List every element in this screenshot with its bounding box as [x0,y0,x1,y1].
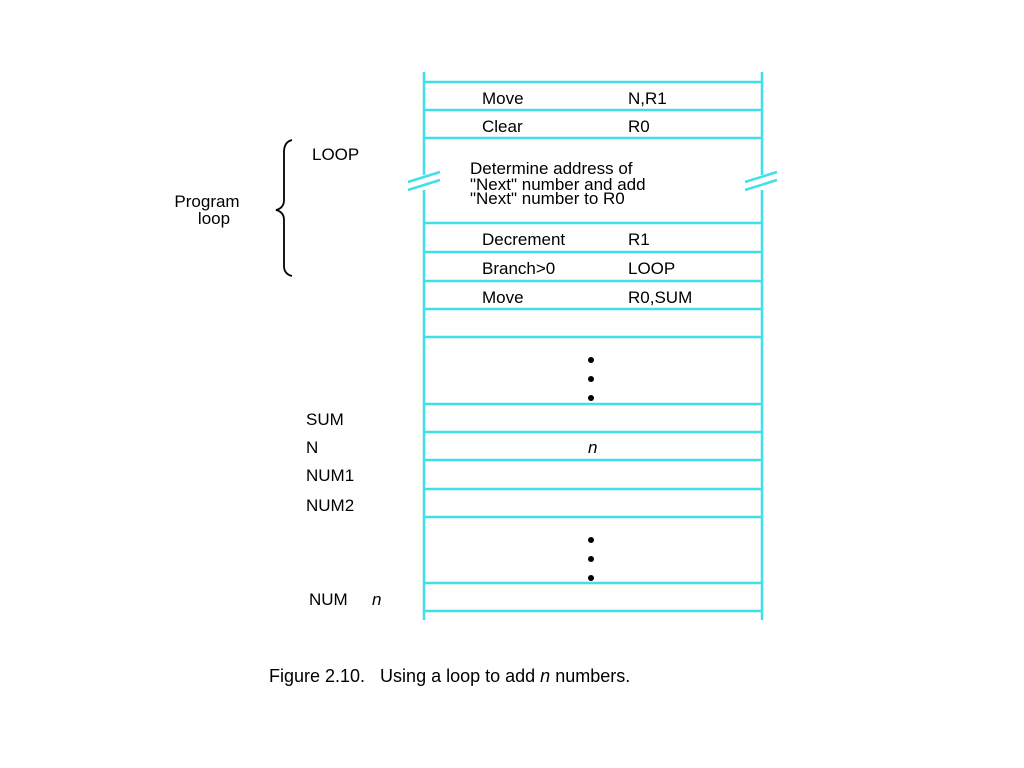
ellipsis-dot [588,357,594,363]
instruction-operand: R0 [628,117,650,136]
instruction-op: Decrement [482,230,565,249]
instruction-operand: R0,SUM [628,288,692,307]
right-break-mark-top [744,170,778,184]
instruction-operand: N,R1 [628,89,667,108]
instruction-words: Move N,R1 Clear R0 Decrement R1 Branch>0… [482,89,692,307]
label-sum: SUM [306,410,344,429]
memory-word-separators [424,80,762,613]
label-num-n: NUM n [309,590,381,609]
left-break-mark-bottom [407,178,441,192]
ellipsis-lower [588,537,594,581]
loop-body-line: "Next" number and add [470,175,646,194]
ellipsis-dot [588,395,594,401]
ellipsis-dot [588,575,594,581]
ellipsis-dot [588,556,594,562]
loop-body-description: Determine address of "Next" number and a… [470,159,646,208]
label-n: N [306,438,318,457]
right-break-mark-bottom [744,178,778,192]
caption-italic-n: n [540,666,550,686]
break-marks [407,170,778,192]
ellipsis-upper [588,357,594,401]
figure-caption: Figure 2.10. Using a loop to add n numbe… [269,666,630,686]
label-num1: NUM1 [306,466,354,485]
ellipsis-dot [588,537,594,543]
label-num2: NUM2 [306,496,354,515]
n-value: n [588,438,597,457]
instruction-op: Branch>0 [482,259,555,278]
caption-suffix: numbers. [550,666,630,686]
instruction-op: Move [482,288,524,307]
loop-label: LOOP [312,145,359,164]
program-loop-label-line1: Program [174,192,239,211]
instruction-operand: R1 [628,230,650,249]
ellipsis-dot [588,376,594,382]
label-num-n-prefix: NUM [309,590,348,609]
loop-body-line: Determine address of [470,159,633,178]
label-num-n-suffix: n [372,590,381,609]
instruction-operand: LOOP [628,259,675,278]
instruction-op: Move [482,89,524,108]
left-break-mark-top [407,170,441,184]
program-loop-label-line2: loop [198,209,230,228]
caption-prefix: Figure 2.10. Using a loop to add [269,666,540,686]
program-loop-brace [275,139,293,277]
loop-body-line: "Next" number to R0 [470,189,625,208]
instruction-op: Clear [482,117,523,136]
